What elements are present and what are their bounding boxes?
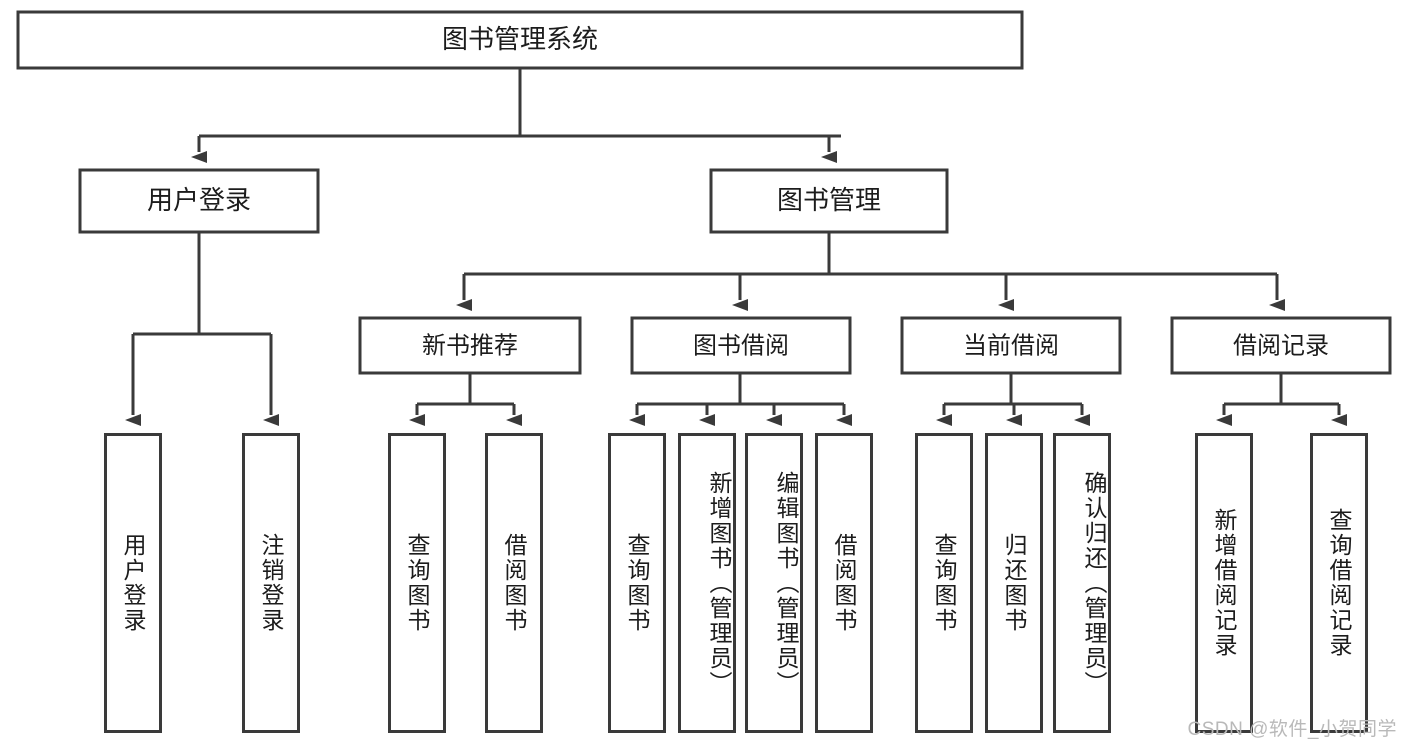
leaf-user-login-label: 用户登录 bbox=[120, 533, 147, 633]
node-user-login-box bbox=[78, 168, 320, 234]
leaf-add-record-label: 新增借阅记录 bbox=[1211, 508, 1238, 658]
leaf-query-record[interactable]: 查询借阅记录 bbox=[1310, 433, 1368, 733]
leaf-query-book-2-label: 查询图书 bbox=[624, 533, 651, 633]
leaf-query-book-1-label: 查询图书 bbox=[404, 533, 431, 633]
leaf-return-book-label: 归还图书 bbox=[1001, 533, 1028, 633]
connector-group-root bbox=[191, 68, 841, 163]
node-book-borrow-label: 图书借阅 bbox=[693, 332, 789, 359]
node-book-borrow-box bbox=[630, 316, 852, 375]
node-root-box bbox=[16, 10, 1024, 70]
node-book-borrow[interactable]: 图书借阅 bbox=[630, 316, 852, 375]
connector-group-book-borrow bbox=[629, 373, 852, 426]
node-new-book-rec-label: 新书推荐 bbox=[422, 332, 518, 359]
node-borrow-record[interactable]: 借阅记录 bbox=[1170, 316, 1392, 375]
node-current-borrow-box bbox=[900, 316, 1122, 375]
node-book-manage-box bbox=[709, 168, 949, 234]
leaf-borrow-book-2-label: 借阅图书 bbox=[831, 533, 858, 633]
leaf-user-login[interactable]: 用户登录 bbox=[104, 433, 162, 733]
leaf-query-book-1[interactable]: 查询图书 bbox=[388, 433, 446, 733]
node-user-login[interactable]: 用户登录 bbox=[78, 168, 320, 234]
leaf-borrow-book-2[interactable]: 借阅图书 bbox=[815, 433, 873, 733]
leaf-confirm-return[interactable]: 确认归还（管理员） bbox=[1053, 433, 1111, 733]
leaf-add-record[interactable]: 新增借阅记录 bbox=[1195, 433, 1253, 733]
connector-group-new-book-rec bbox=[409, 373, 522, 426]
node-root[interactable]: 图书管理系统 bbox=[16, 10, 1024, 70]
connector-group-borrow-record bbox=[1216, 373, 1347, 426]
node-borrow-record-label: 借阅记录 bbox=[1233, 332, 1329, 359]
node-book-manage[interactable]: 图书管理 bbox=[709, 168, 949, 234]
node-book-manage-label: 图书管理 bbox=[777, 185, 881, 215]
connector-group-user-login bbox=[125, 232, 279, 426]
leaf-logout[interactable]: 注销登录 bbox=[242, 433, 300, 733]
leaf-edit-book-label: 编辑图书（管理员） bbox=[773, 470, 799, 696]
leaf-return-book[interactable]: 归还图书 bbox=[985, 433, 1043, 733]
leaf-confirm-return-label: 确认归还（管理员） bbox=[1081, 470, 1107, 696]
leaf-borrow-book-1-label: 借阅图书 bbox=[501, 533, 528, 633]
connector-group-current-borrow bbox=[936, 373, 1090, 426]
leaf-query-book-3-label: 查询图书 bbox=[931, 533, 958, 633]
leaf-add-book-label: 新增图书（管理员） bbox=[706, 470, 732, 696]
leaf-edit-book[interactable]: 编辑图书（管理员） bbox=[745, 433, 803, 733]
node-new-book-rec[interactable]: 新书推荐 bbox=[358, 316, 582, 375]
leaf-borrow-book-1[interactable]: 借阅图书 bbox=[485, 433, 543, 733]
leaf-add-book[interactable]: 新增图书（管理员） bbox=[678, 433, 736, 733]
leaf-logout-label: 注销登录 bbox=[258, 533, 285, 633]
leaf-query-record-label: 查询借阅记录 bbox=[1326, 508, 1353, 658]
node-current-borrow-label: 当前借阅 bbox=[963, 332, 1059, 359]
node-new-book-rec-box bbox=[358, 316, 582, 375]
node-borrow-record-box bbox=[1170, 316, 1392, 375]
connector-group-book-manage bbox=[456, 232, 1285, 311]
leaf-query-book-3[interactable]: 查询图书 bbox=[915, 433, 973, 733]
node-user-login-label: 用户登录 bbox=[147, 185, 251, 215]
node-root-label: 图书管理系统 bbox=[442, 24, 598, 54]
node-current-borrow[interactable]: 当前借阅 bbox=[900, 316, 1122, 375]
leaf-query-book-2[interactable]: 查询图书 bbox=[608, 433, 666, 733]
